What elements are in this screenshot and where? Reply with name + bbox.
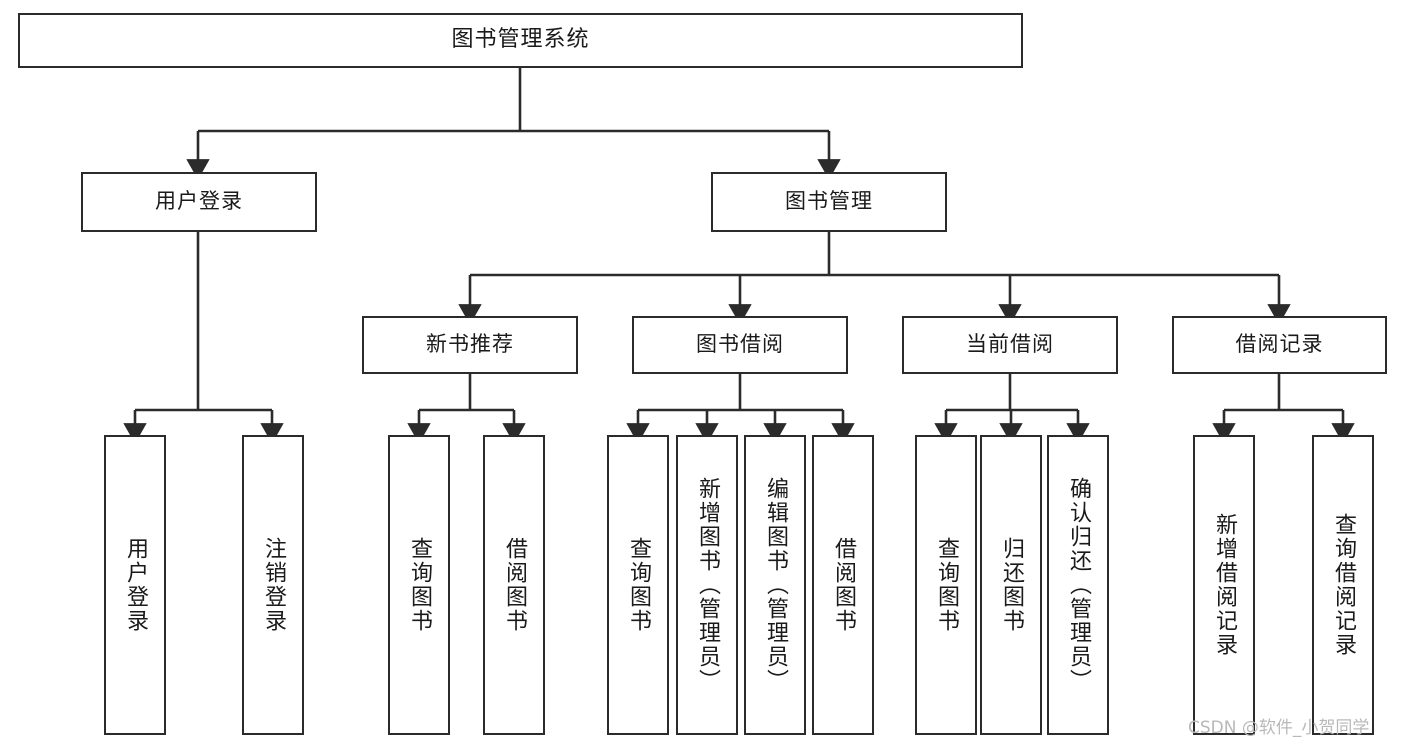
node-label: 注销登录 (260, 537, 286, 633)
node-borrow-record[interactable]: 借阅记录 (1172, 316, 1387, 374)
node-book-management[interactable]: 图书管理 (711, 172, 947, 232)
node-user-login[interactable]: 用户登录 (81, 172, 317, 232)
node-label: 图书借阅 (696, 332, 784, 357)
node-label: 查询图书 (406, 537, 432, 633)
node-label: 新增借阅记录 (1211, 513, 1237, 657)
leaf-user-login-1[interactable]: 注销登录 (242, 435, 304, 735)
leaf-book-borrow-1[interactable]: 新增图书（管理员） (676, 435, 738, 735)
node-label: 新书推荐 (426, 332, 514, 357)
node-label: 借阅图书 (501, 537, 527, 633)
leaf-new-book-recommend-0[interactable]: 查询图书 (388, 435, 450, 735)
node-label: 查询图书 (625, 537, 651, 633)
csdn-watermark: CSDN @软件_小贺同学 (1188, 718, 1370, 738)
leaf-book-borrow-2[interactable]: 编辑图书（管理员） (744, 435, 806, 735)
node-label: 图书管理系统 (451, 27, 590, 53)
node-new-book-recommend[interactable]: 新书推荐 (362, 316, 578, 374)
node-label: 当前借阅 (966, 332, 1054, 357)
node-label: 归还图书 (998, 537, 1024, 633)
node-label: 新增图书（管理员） (694, 477, 720, 693)
node-current-borrow[interactable]: 当前借阅 (902, 316, 1118, 374)
node-label: 用户登录 (155, 189, 243, 214)
leaf-current-borrow-1[interactable]: 归还图书 (980, 435, 1042, 735)
node-label: 编辑图书（管理员） (762, 477, 788, 693)
node-label: 查询图书 (933, 537, 959, 633)
leaf-borrow-record-1[interactable]: 查询借阅记录 (1312, 435, 1374, 735)
node-label: 借阅图书 (830, 537, 856, 633)
leaf-book-borrow-3[interactable]: 借阅图书 (812, 435, 874, 735)
node-book-borrow[interactable]: 图书借阅 (632, 316, 848, 374)
leaf-current-borrow-0[interactable]: 查询图书 (915, 435, 977, 735)
node-label: 借阅记录 (1235, 332, 1324, 357)
node-label: 用户登录 (122, 537, 148, 633)
node-label: 确认归还（管理员） (1065, 477, 1091, 693)
leaf-book-borrow-0[interactable]: 查询图书 (607, 435, 669, 735)
node-label: 查询借阅记录 (1330, 513, 1356, 657)
leaf-borrow-record-0[interactable]: 新增借阅记录 (1193, 435, 1255, 735)
node-label: 图书管理 (785, 189, 873, 214)
leaf-new-book-recommend-1[interactable]: 借阅图书 (483, 435, 545, 735)
node-root-book-management-system[interactable]: 图书管理系统 (18, 13, 1023, 68)
leaf-current-borrow-2[interactable]: 确认归还（管理员） (1047, 435, 1109, 735)
leaf-user-login-0[interactable]: 用户登录 (104, 435, 166, 735)
